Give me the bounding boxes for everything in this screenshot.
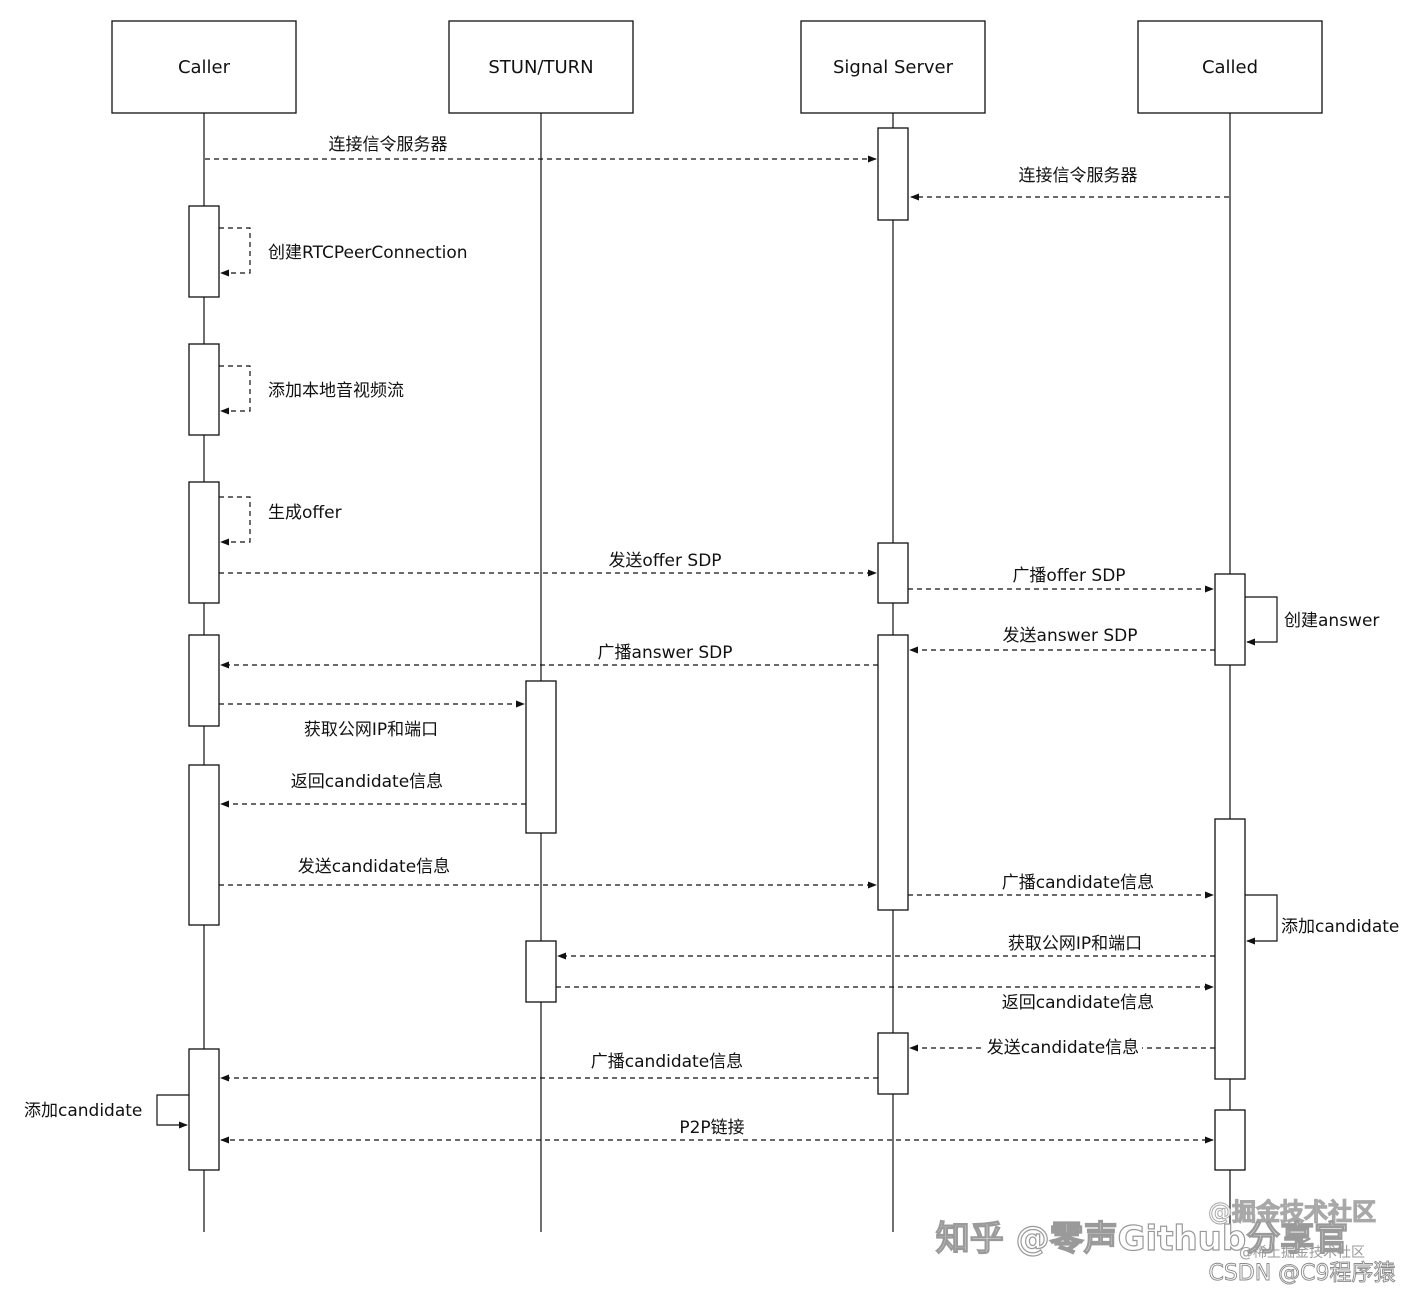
message-m17-label: 返回candidate信息 xyxy=(1002,993,1154,1013)
activation-caller-6 xyxy=(188,1048,220,1171)
message-m2-label: 连接信令服务器 xyxy=(1019,166,1138,186)
participant-caller: Caller xyxy=(111,20,297,114)
message-m4-label: 添加本地音视频流 xyxy=(268,381,404,401)
participant-caller-label: Caller xyxy=(178,57,231,78)
message-m20-label: 添加candidate xyxy=(24,1101,142,1121)
message-m3-arrow xyxy=(219,227,251,277)
message-m13-label: 发送candidate信息 xyxy=(298,857,450,877)
message-m16-label: 获取公网IP和端口 xyxy=(1008,934,1142,954)
activation-called-1 xyxy=(1214,573,1246,666)
message-m10-label: 广播answer SDP xyxy=(598,643,733,663)
message-m21-label: P2P链接 xyxy=(679,1118,744,1138)
message-m6-label: 发送offer SDP xyxy=(608,551,721,571)
participant-stun-label: STUN/TURN xyxy=(488,57,593,78)
message-m18-label-bg xyxy=(984,1036,1142,1058)
participant-signal-label: Signal Server xyxy=(833,57,954,78)
message-m10-label-bg xyxy=(590,640,740,662)
message-m15-label: 添加candidate xyxy=(1281,917,1399,937)
activation-caller-2 xyxy=(188,343,220,436)
watermark-juejin-small: @稀土掘金技术社区 xyxy=(1239,1245,1365,1261)
participant-signal: Signal Server xyxy=(800,20,986,114)
message-m11-label: 获取公网IP和端口 xyxy=(304,720,438,740)
activation-signal-1 xyxy=(877,127,909,221)
activation-caller-3 xyxy=(188,481,220,604)
participant-stun: STUN/TURN xyxy=(448,20,634,114)
watermark-zhihu: 知乎 @零声Github分享官 xyxy=(936,1219,1348,1259)
message-m12-label: 返回candidate信息 xyxy=(291,772,443,792)
activation-caller-1 xyxy=(188,205,220,298)
message-m1-label: 连接信令服务器 xyxy=(329,135,448,155)
message-m5-label: 生成offer xyxy=(268,503,342,523)
activation-caller-5 xyxy=(188,764,220,926)
activation-called-2 xyxy=(1214,818,1246,1080)
message-m8-label: 创建answer xyxy=(1284,611,1379,631)
message-m9-label: 发送answer SDP xyxy=(1003,626,1138,646)
activation-stun-1 xyxy=(525,680,557,834)
activation-signal-2 xyxy=(877,542,909,604)
activation-caller-4 xyxy=(188,634,220,727)
participant-called-label: Called xyxy=(1202,57,1258,78)
watermark-csdn: CSDN @C9程序猿 xyxy=(1208,1261,1395,1286)
message-m3-label: 创建RTCPeerConnection xyxy=(268,243,468,263)
message-m7-label: 广播offer SDP xyxy=(1012,566,1125,586)
message-m15-arrow xyxy=(1245,894,1278,945)
message-m5-arrow xyxy=(219,496,251,546)
activation-called-3 xyxy=(1214,1109,1246,1171)
participant-called: Called xyxy=(1137,20,1323,114)
messages xyxy=(156,155,1278,1144)
activation-signal-4 xyxy=(877,1032,909,1095)
message-m4-arrow xyxy=(219,365,251,415)
activation-stun-2 xyxy=(525,940,557,1003)
message-m19-label: 广播candidate信息 xyxy=(591,1052,743,1072)
message-labels: 连接信令服务器 连接信令服务器 创建RTCPeerConnection 添加本地… xyxy=(24,135,1399,1138)
activations xyxy=(188,127,1246,1171)
watermark-juejin: @掘金技术社区 xyxy=(1208,1198,1376,1226)
message-m20-arrow xyxy=(156,1094,189,1129)
watermarks: @掘金技术社区 知乎 @零声Github分享官 @稀土掘金技术社区 CSDN @… xyxy=(935,1198,1396,1287)
message-m14-label: 广播candidate信息 xyxy=(1002,873,1154,893)
message-m18-label: 发送candidate信息 xyxy=(987,1038,1139,1058)
message-m8-arrow xyxy=(1245,596,1278,646)
activation-signal-3 xyxy=(877,634,909,911)
